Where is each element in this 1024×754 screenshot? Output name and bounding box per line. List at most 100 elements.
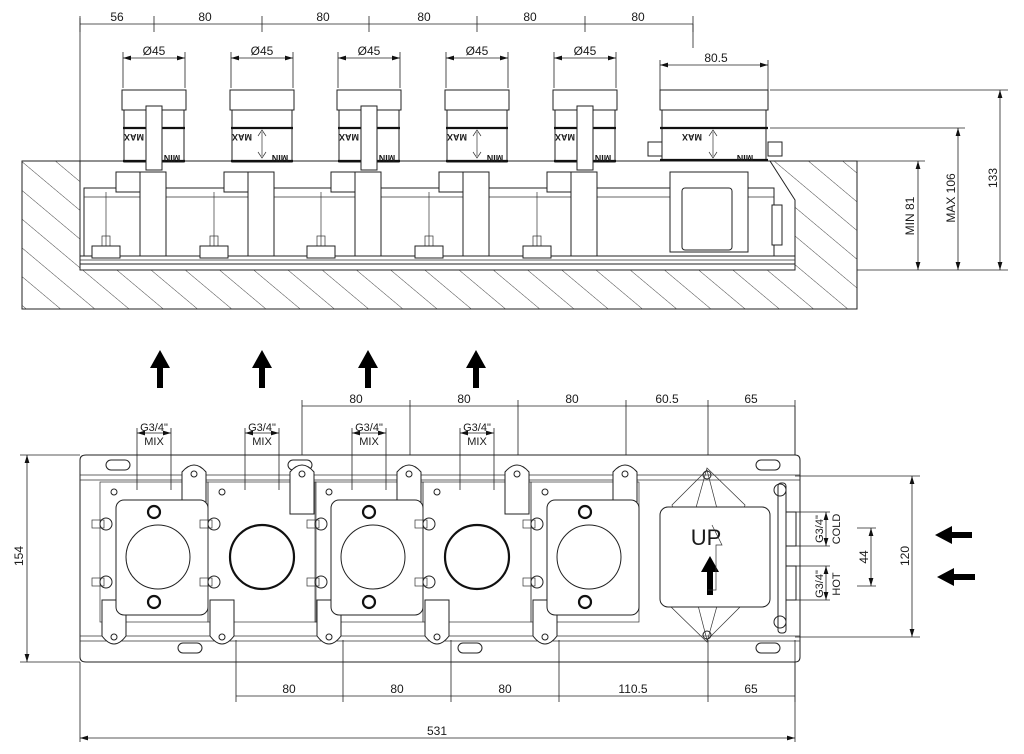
diameter-label: Ø45 (251, 44, 274, 58)
diameter-label: Ø45 (466, 44, 489, 58)
dim-front-top-0: 80 (349, 392, 363, 406)
max-label: MAX (555, 132, 575, 142)
max-label: MAX (124, 132, 144, 142)
mounting-tab (424, 599, 450, 645)
guard-screw (361, 594, 377, 610)
mounting-slot (457, 642, 483, 654)
depth-max-label: MAX 106 (944, 173, 958, 223)
side-fitting (522, 577, 536, 587)
guard-screw (146, 504, 162, 520)
range-arrow (257, 151, 267, 159)
arrow-left-icon (937, 568, 975, 586)
tab-hole (298, 470, 306, 478)
dim-top-3: 80 (417, 10, 431, 24)
screw-hole (110, 488, 118, 496)
front-view: UP 80 80 80 60.5 65 G3/4"MIXG3/4"MIXG3/4… (12, 392, 975, 742)
mounting-tab (504, 464, 530, 515)
side-fitting (199, 577, 213, 587)
valve-module (199, 464, 317, 645)
dim-top-0: 56 (110, 10, 124, 24)
lever-handle (145, 105, 163, 171)
guard-screw (361, 504, 377, 520)
outlet-type-label: MIX (467, 436, 487, 448)
outlet-label: G3/4"MIX (244, 422, 280, 490)
range-arrow (472, 151, 482, 159)
fitting-ring (530, 517, 544, 531)
front-top-dimensions: 80 80 80 60.5 65 (301, 392, 796, 455)
fitting-ring (530, 575, 544, 589)
valve-stem (354, 171, 382, 257)
dim-bottom-4: 65 (744, 682, 758, 696)
min-label: MIN (379, 153, 396, 163)
plaster-guard (115, 499, 209, 616)
total-height-label: 154 (12, 546, 26, 566)
bracket-height-label: 120 (898, 546, 912, 566)
bolt-base (199, 245, 229, 259)
diverter-max-label: MAX (682, 132, 702, 142)
inlet-arrows (935, 526, 975, 586)
bottom-dimensions: 80 80 80 110.5 65 531 (79, 640, 796, 742)
tab-hole (513, 470, 521, 478)
screw-hole (541, 488, 549, 496)
mounting-slot (177, 642, 203, 654)
tab-hole (541, 633, 549, 641)
guard-screw (577, 594, 593, 610)
cartridge-opening (556, 524, 622, 590)
outlet-label: G3/4"MIX (351, 422, 387, 490)
tab-hole (110, 633, 118, 641)
valve-module (522, 464, 640, 645)
outlet-type-label: MIX (252, 436, 272, 448)
fitting-ring (422, 517, 436, 531)
mounting-slot (755, 459, 781, 471)
outlet-thread-label: G3/4" (355, 422, 383, 434)
dim-front-top-2: 80 (565, 392, 579, 406)
section-view: Ø45MAXMINØ45MAXMINØ45MAXMINØ45MAXMINØ45M… (21, 10, 1008, 310)
fitting-ring (99, 517, 113, 531)
screw-hole (433, 488, 441, 496)
dim-top-2: 80 (316, 10, 330, 24)
valve-module (91, 464, 209, 645)
range-arrow (472, 129, 482, 137)
screw-hole (218, 488, 226, 496)
bolt-base (414, 245, 444, 259)
total-height-dimension: 154 (12, 454, 80, 663)
outlet-thread-label: G3/4" (463, 422, 491, 434)
diverter-min-label: MIN (737, 153, 754, 163)
inlet-cold-thread: G3/4" (814, 515, 826, 543)
valve-stem (247, 171, 275, 257)
dim-top-4: 80 (523, 10, 537, 24)
fitting-ring (207, 575, 221, 589)
top-spacing-dimensions: 56 80 80 80 80 80 (79, 10, 694, 161)
tab-hole (218, 633, 226, 641)
outlet-arrows (150, 350, 486, 388)
fitting-ring (314, 517, 328, 531)
total-depth-label: 133 (986, 168, 1000, 188)
cartridge-opening (443, 523, 511, 591)
module-width-dimension: 80.5 (659, 51, 769, 90)
fitting-ring (207, 517, 221, 531)
tab-hole (621, 470, 629, 478)
cartridge-cap (444, 89, 510, 111)
max-label: MAX (447, 132, 467, 142)
arrow-up-icon (701, 524, 723, 595)
guard-screw (577, 504, 593, 520)
arrow-up-icon (252, 350, 272, 388)
diameter-label: Ø45 (143, 44, 166, 58)
lever-handle (576, 105, 594, 171)
bolt-base (91, 245, 121, 259)
module-frame (207, 481, 317, 623)
side-fitting (91, 577, 105, 587)
inlet-hot-type: HOT (831, 572, 843, 596)
outlet-label: G3/4" MIX (459, 422, 495, 490)
depth-min-label: MIN 81 (903, 196, 917, 235)
dim-front-top-4: 65 (744, 392, 758, 406)
guard-screw (146, 594, 162, 610)
tab-hole (190, 470, 198, 478)
dim-bottom-1: 80 (390, 682, 404, 696)
